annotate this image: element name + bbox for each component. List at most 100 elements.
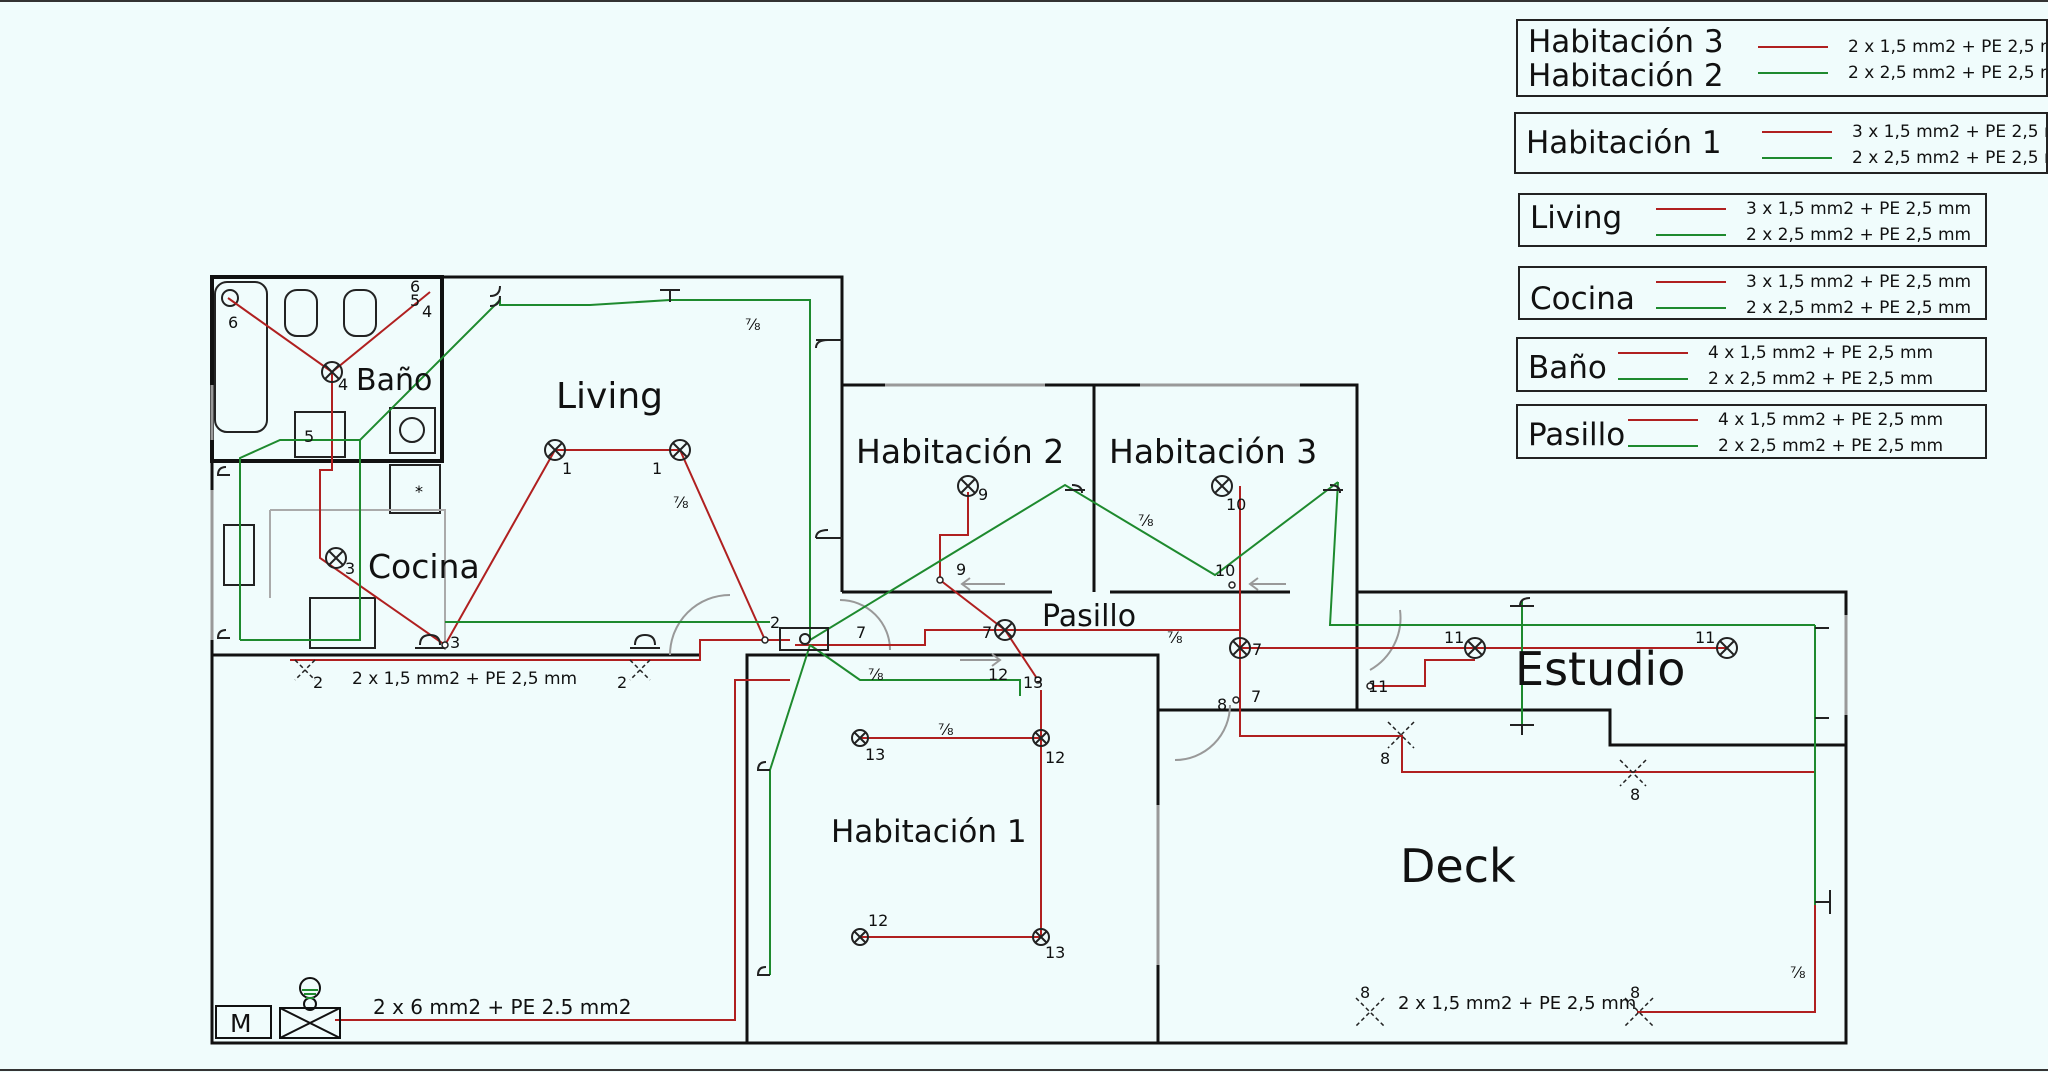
washer-icon	[389, 407, 436, 454]
legend-cable: 2 x 2,5 mm2 + PE 2,5 mm	[1746, 298, 1972, 318]
legend-green-swatch	[1618, 378, 1688, 380]
light-fixture-icon	[957, 475, 979, 497]
circuit-number: 9	[978, 485, 988, 504]
ground-symbol-icon	[302, 989, 318, 999]
outlet-icon	[756, 761, 770, 976]
junction-terminal-icon	[799, 633, 811, 645]
light-fixture-icon	[1464, 637, 1486, 659]
door-swing	[669, 594, 731, 656]
sink-icon	[294, 411, 346, 458]
circuit-number: 7	[856, 623, 866, 642]
legend-name: Baño	[1528, 350, 1607, 386]
estudio-deck-divider	[1158, 708, 1846, 747]
outlet-icon	[1510, 597, 1534, 607]
outlet-icon	[1323, 484, 1343, 494]
switches	[441, 576, 1374, 704]
switch-icon	[1228, 581, 1236, 589]
main-panel-label: M	[230, 1009, 252, 1038]
circuit-number: ⅞	[1167, 628, 1183, 647]
legend-green-swatch	[1628, 445, 1698, 447]
legend-cable: 2 x 2,5 mm2 + PE 2,5 mm	[1848, 63, 2046, 83]
room-label-hab3: Habitación 3	[1109, 432, 1317, 471]
legend-bano: Baño 4 x 1,5 mm2 + PE 2,5 mm 2 x 2,5 mm2…	[1516, 337, 1987, 392]
outlets	[216, 285, 1831, 976]
appliance-icon	[389, 464, 441, 514]
room-label-deck: Deck	[1400, 839, 1516, 893]
circuit-number: 8	[1360, 983, 1370, 1002]
outlet-icon	[660, 289, 680, 302]
legend-green-swatch	[1656, 307, 1726, 309]
legend-green-swatch	[1656, 234, 1726, 236]
switch-icon	[1232, 696, 1240, 704]
hab1-green-b	[809, 644, 1021, 696]
legend-cable: 2 x 2,5 mm2 + PE 2,5 mm	[1708, 369, 1934, 389]
hab1-green	[769, 644, 811, 975]
legend-name: Living	[1530, 200, 1623, 236]
light-fixture-icon	[1032, 928, 1050, 946]
room-label-living: Living	[556, 376, 663, 417]
door-swing	[1174, 704, 1231, 761]
meter-cross-icon	[279, 1007, 341, 1039]
outlet-icon	[815, 339, 842, 349]
outlet-icon	[815, 529, 842, 539]
legend-cable: 2 x 2,5 mm2 + PE 2,5 mm	[1746, 225, 1972, 245]
legend-pasillo: Pasillo 4 x 1,5 mm2 + PE 2,5 mm 2 x 2,5 …	[1516, 404, 1987, 459]
circuit-number: 8	[1630, 785, 1640, 804]
circuit-number: 7	[1252, 640, 1262, 659]
cable-label-main-feed: 2 x 6 mm2 + PE 2.5 mm2	[373, 995, 631, 1019]
switch-icon	[1034, 676, 1042, 684]
legend-cable: 3 x 1,5 mm2 + PE 2,5 mm	[1746, 199, 1972, 219]
light-fixture-icon	[994, 619, 1016, 641]
circuit-number: 12	[988, 665, 1008, 684]
light-fixture-icon	[321, 361, 343, 383]
room-label-estudio: Estudio	[1515, 642, 1685, 696]
legend-green-swatch	[1762, 157, 1832, 159]
circuit-number: 4	[338, 375, 348, 394]
circuit-number: 6	[228, 313, 238, 332]
circuit-number: ⅞	[1790, 963, 1806, 982]
outlet-icon	[1065, 484, 1085, 494]
exterior-light-icon	[1355, 997, 1385, 1027]
bano-lighting-run	[227, 291, 431, 374]
main-feed-cable	[335, 679, 790, 1021]
circuit-number: 11	[1444, 628, 1464, 647]
circuit-number: 13	[1045, 943, 1065, 962]
light-fixture-icon	[669, 439, 691, 461]
circuit-number: ⅞	[868, 665, 884, 684]
circuit-number: 5	[304, 427, 314, 446]
legend-cable: 4 x 1,5 mm2 + PE 2,5 mm	[1718, 410, 1944, 430]
legend-cocina: Cocina 3 x 1,5 mm2 + PE 2,5 mm 2 x 2,5 m…	[1518, 266, 1987, 320]
exterior-lights	[294, 659, 1654, 1027]
arrow-icon	[960, 577, 1005, 591]
green-circuits	[239, 297, 1816, 975]
legend-habitacion-2-3: Habitación 3 Habitación 2 2 x 1,5 mm2 + …	[1516, 19, 2048, 97]
light-fixture-icon	[1211, 475, 1233, 497]
cable-label-cocina: 2 x 1,5 mm2 + PE 2,5 mm	[352, 669, 577, 689]
circuit-number: 9	[956, 560, 966, 579]
light-fixture-icon	[851, 928, 869, 946]
circuit-number: 13	[865, 745, 885, 764]
light-fixture-icon	[1229, 637, 1251, 659]
room-label-cocina: Cocina	[368, 547, 480, 586]
circuit-number: 7	[1251, 687, 1261, 706]
circuit-number: 1	[562, 459, 572, 478]
bidet-icon	[343, 289, 377, 337]
circuit-number: 2	[770, 613, 780, 632]
legend-name: Habitación 1	[1526, 125, 1722, 161]
living-walls	[212, 275, 844, 592]
circuit-number: 10	[1226, 495, 1246, 514]
room-label-hab2: Habitación 2	[856, 432, 1064, 471]
habitaciones-top-wall	[842, 383, 1359, 592]
circuit-number: 7	[982, 623, 992, 642]
light-fixtures	[321, 361, 1738, 946]
arrow-icon	[960, 653, 1002, 667]
legend-cable: 3 x 1,5 mm2 + PE 2,5 mm	[1852, 122, 2046, 142]
outlet-icon	[415, 633, 445, 649]
switch-icon	[761, 636, 769, 644]
legend-habitacion-1: Habitación 1 3 x 1,5 mm2 + PE 2,5 mm 2 x…	[1514, 112, 2048, 174]
outlet-icon	[489, 285, 501, 307]
asterisk-icon: *	[415, 482, 423, 501]
estudio-green	[1328, 481, 1815, 626]
circuit-number: 8	[1630, 983, 1640, 1002]
